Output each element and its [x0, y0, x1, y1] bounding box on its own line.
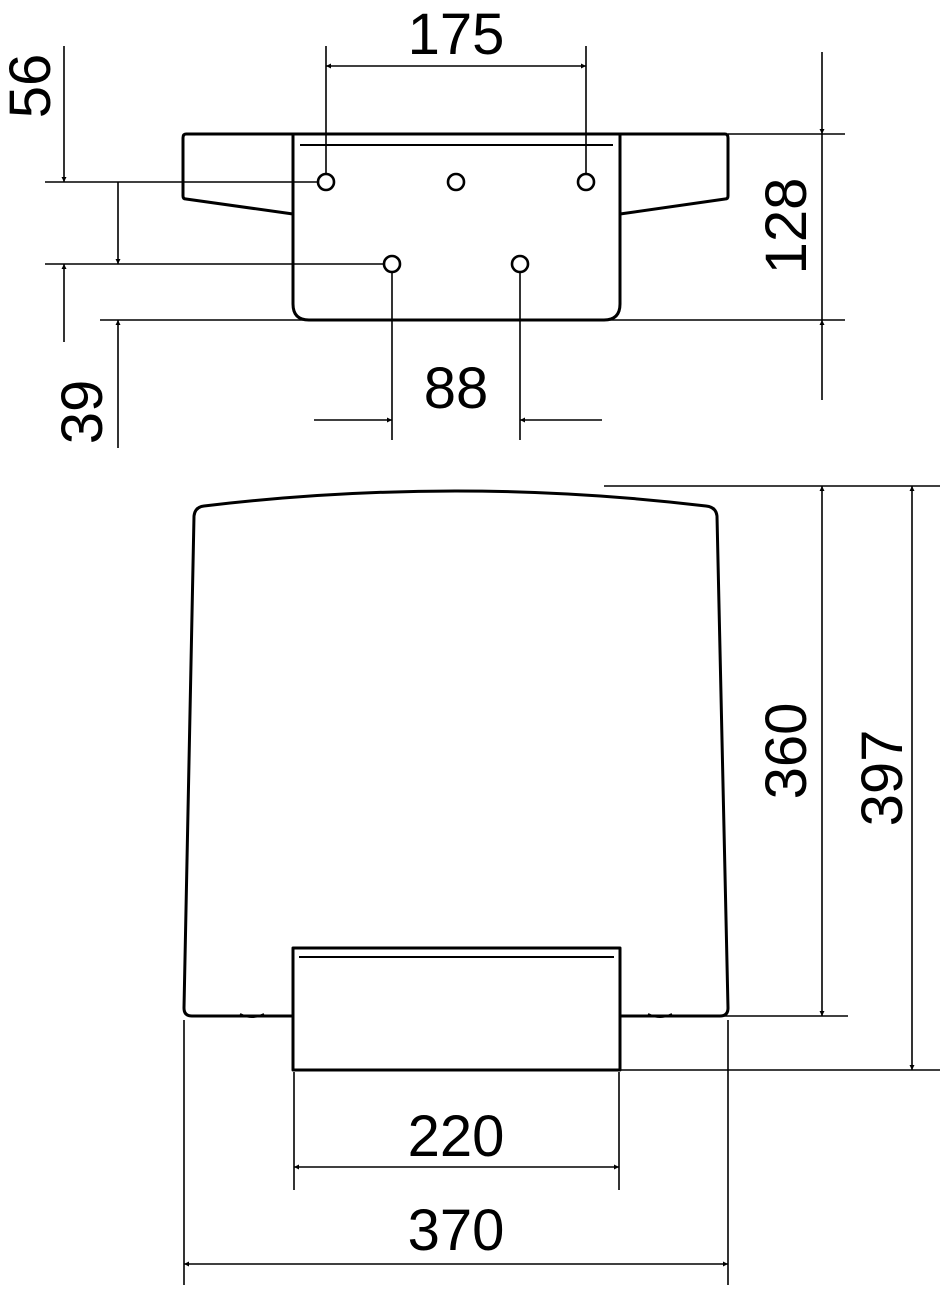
- mount-hole: [576, 172, 596, 192]
- front-view: 360 397 220 370: [182, 485, 940, 1285]
- dimension-label-56: 56: [0, 54, 63, 119]
- mount-hole: [382, 254, 402, 274]
- dimension-label-39: 39: [50, 380, 115, 445]
- mount-hole: [316, 172, 336, 192]
- top-view: 175 56 39 128 88: [0, 2, 845, 448]
- hinge-bracket: [291, 946, 622, 1072]
- dimension-label-128: 128: [754, 178, 819, 275]
- mount-hole: [510, 254, 530, 274]
- mount-hole: [446, 172, 466, 192]
- left-flange: [181, 132, 294, 216]
- dimension-label-370: 370: [408, 1198, 505, 1263]
- right-flange: [619, 132, 730, 216]
- dimension-label-88: 88: [424, 356, 489, 421]
- mounting-plate: [291, 132, 622, 322]
- dimension-label-360: 360: [754, 703, 819, 800]
- seat-outline: [182, 489, 730, 1018]
- dimension-label-220: 220: [408, 1104, 505, 1169]
- dimension-label-175: 175: [408, 2, 505, 67]
- dimension-label-397: 397: [850, 730, 915, 827]
